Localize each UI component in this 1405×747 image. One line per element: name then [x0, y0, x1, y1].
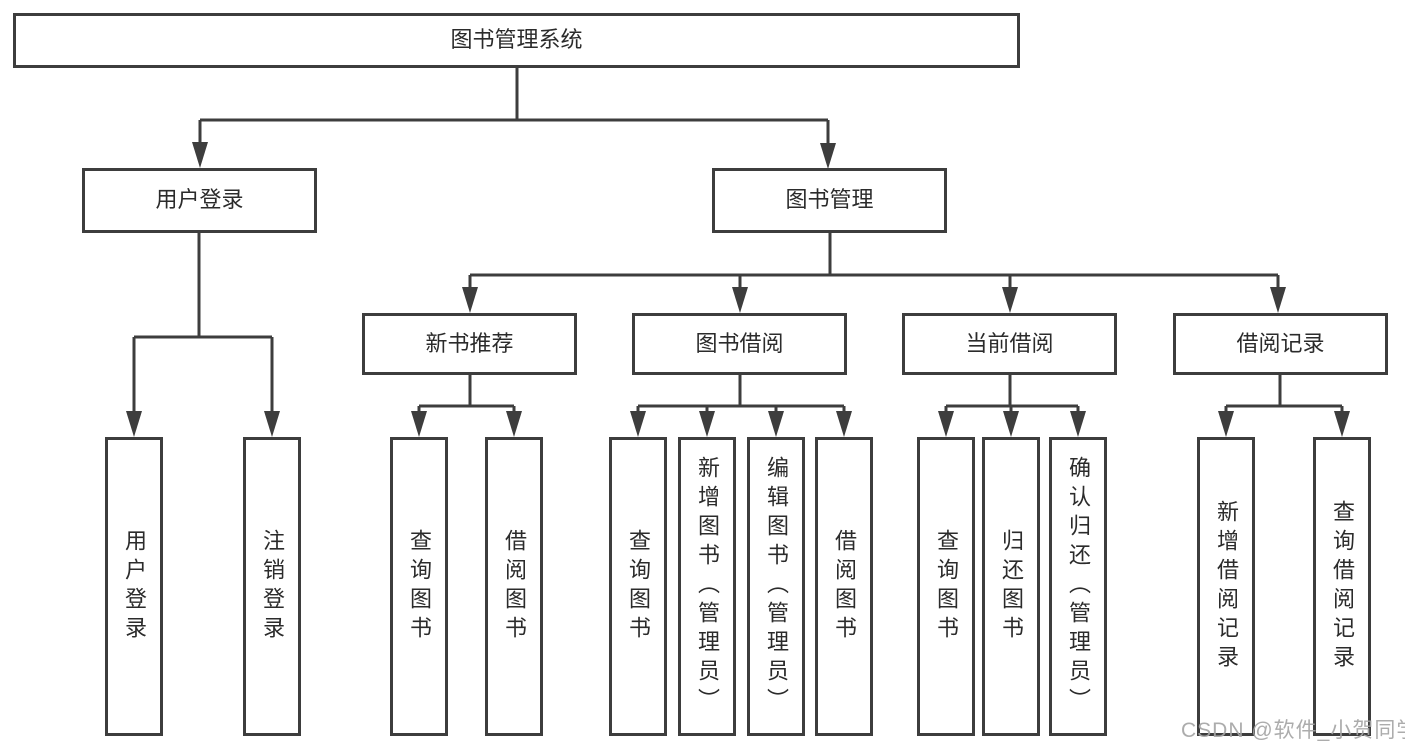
leaf-add-books-admin: 新增图书（管理员） — [678, 437, 736, 736]
leaf-borrow-books-borrowing-label: 借阅图书 — [832, 528, 857, 645]
leaf-query-borrow-record-label: 查询借阅记录 — [1330, 499, 1355, 674]
leaf-return-books-label: 归还图书 — [999, 528, 1024, 645]
leaf-return-books: 归还图书 — [982, 437, 1040, 736]
leaf-borrow-books-borrowing: 借阅图书 — [815, 437, 873, 736]
leaf-query-books-recommend-label: 查询图书 — [407, 528, 432, 645]
leaf-borrow-books-recommend: 借阅图书 — [485, 437, 543, 736]
node-book-borrowing-label: 图书借阅 — [695, 330, 784, 356]
leaf-query-books-borrowing: 查询图书 — [609, 437, 667, 736]
leaf-edit-books-admin: 编辑图书（管理员） — [747, 437, 805, 736]
node-borrowing-records-label: 借阅记录 — [1236, 330, 1325, 356]
leaf-query-books-current: 查询图书 — [917, 437, 975, 736]
leaf-confirm-return-admin-label: 确认归还（管理员） — [1066, 456, 1091, 717]
node-current-borrowing: 当前借阅 — [902, 313, 1117, 375]
node-user-login-label: 用户登录 — [155, 187, 244, 213]
leaf-add-borrow-record: 新增借阅记录 — [1197, 437, 1255, 736]
leaf-add-books-admin-label: 新增图书（管理员） — [695, 456, 720, 717]
node-root-label: 图书管理系统 — [450, 27, 583, 53]
leaf-borrow-books-recommend-label: 借阅图书 — [502, 528, 527, 645]
node-book-borrowing: 图书借阅 — [632, 313, 847, 375]
node-root: 图书管理系统 — [13, 13, 1020, 68]
leaf-query-books-current-label: 查询图书 — [934, 528, 959, 645]
csdn-watermark: CSDN @软件_小贺同学 — [1181, 719, 1405, 742]
leaf-query-books-recommend: 查询图书 — [390, 437, 448, 736]
leaf-query-borrow-record: 查询借阅记录 — [1313, 437, 1371, 736]
node-current-borrowing-label: 当前借阅 — [965, 330, 1054, 356]
leaf-user-login-label: 用户登录 — [122, 528, 147, 645]
node-user-login: 用户登录 — [82, 168, 317, 233]
node-book-management: 图书管理 — [712, 168, 947, 233]
leaf-confirm-return-admin: 确认归还（管理员） — [1049, 437, 1107, 736]
node-borrowing-records: 借阅记录 — [1173, 313, 1388, 375]
leaf-user-login: 用户登录 — [105, 437, 163, 736]
leaf-query-books-borrowing-label: 查询图书 — [626, 528, 651, 645]
arrowheads — [126, 142, 1350, 437]
leaf-add-borrow-record-label: 新增借阅记录 — [1214, 499, 1239, 674]
leaf-logout-login: 注销登录 — [243, 437, 301, 736]
leaf-edit-books-admin-label: 编辑图书（管理员） — [764, 456, 789, 717]
node-book-management-label: 图书管理 — [785, 187, 874, 213]
leaf-logout-login-label: 注销登录 — [260, 528, 285, 645]
node-new-book-recommend-label: 新书推荐 — [425, 330, 514, 356]
node-new-book-recommend: 新书推荐 — [362, 313, 577, 375]
